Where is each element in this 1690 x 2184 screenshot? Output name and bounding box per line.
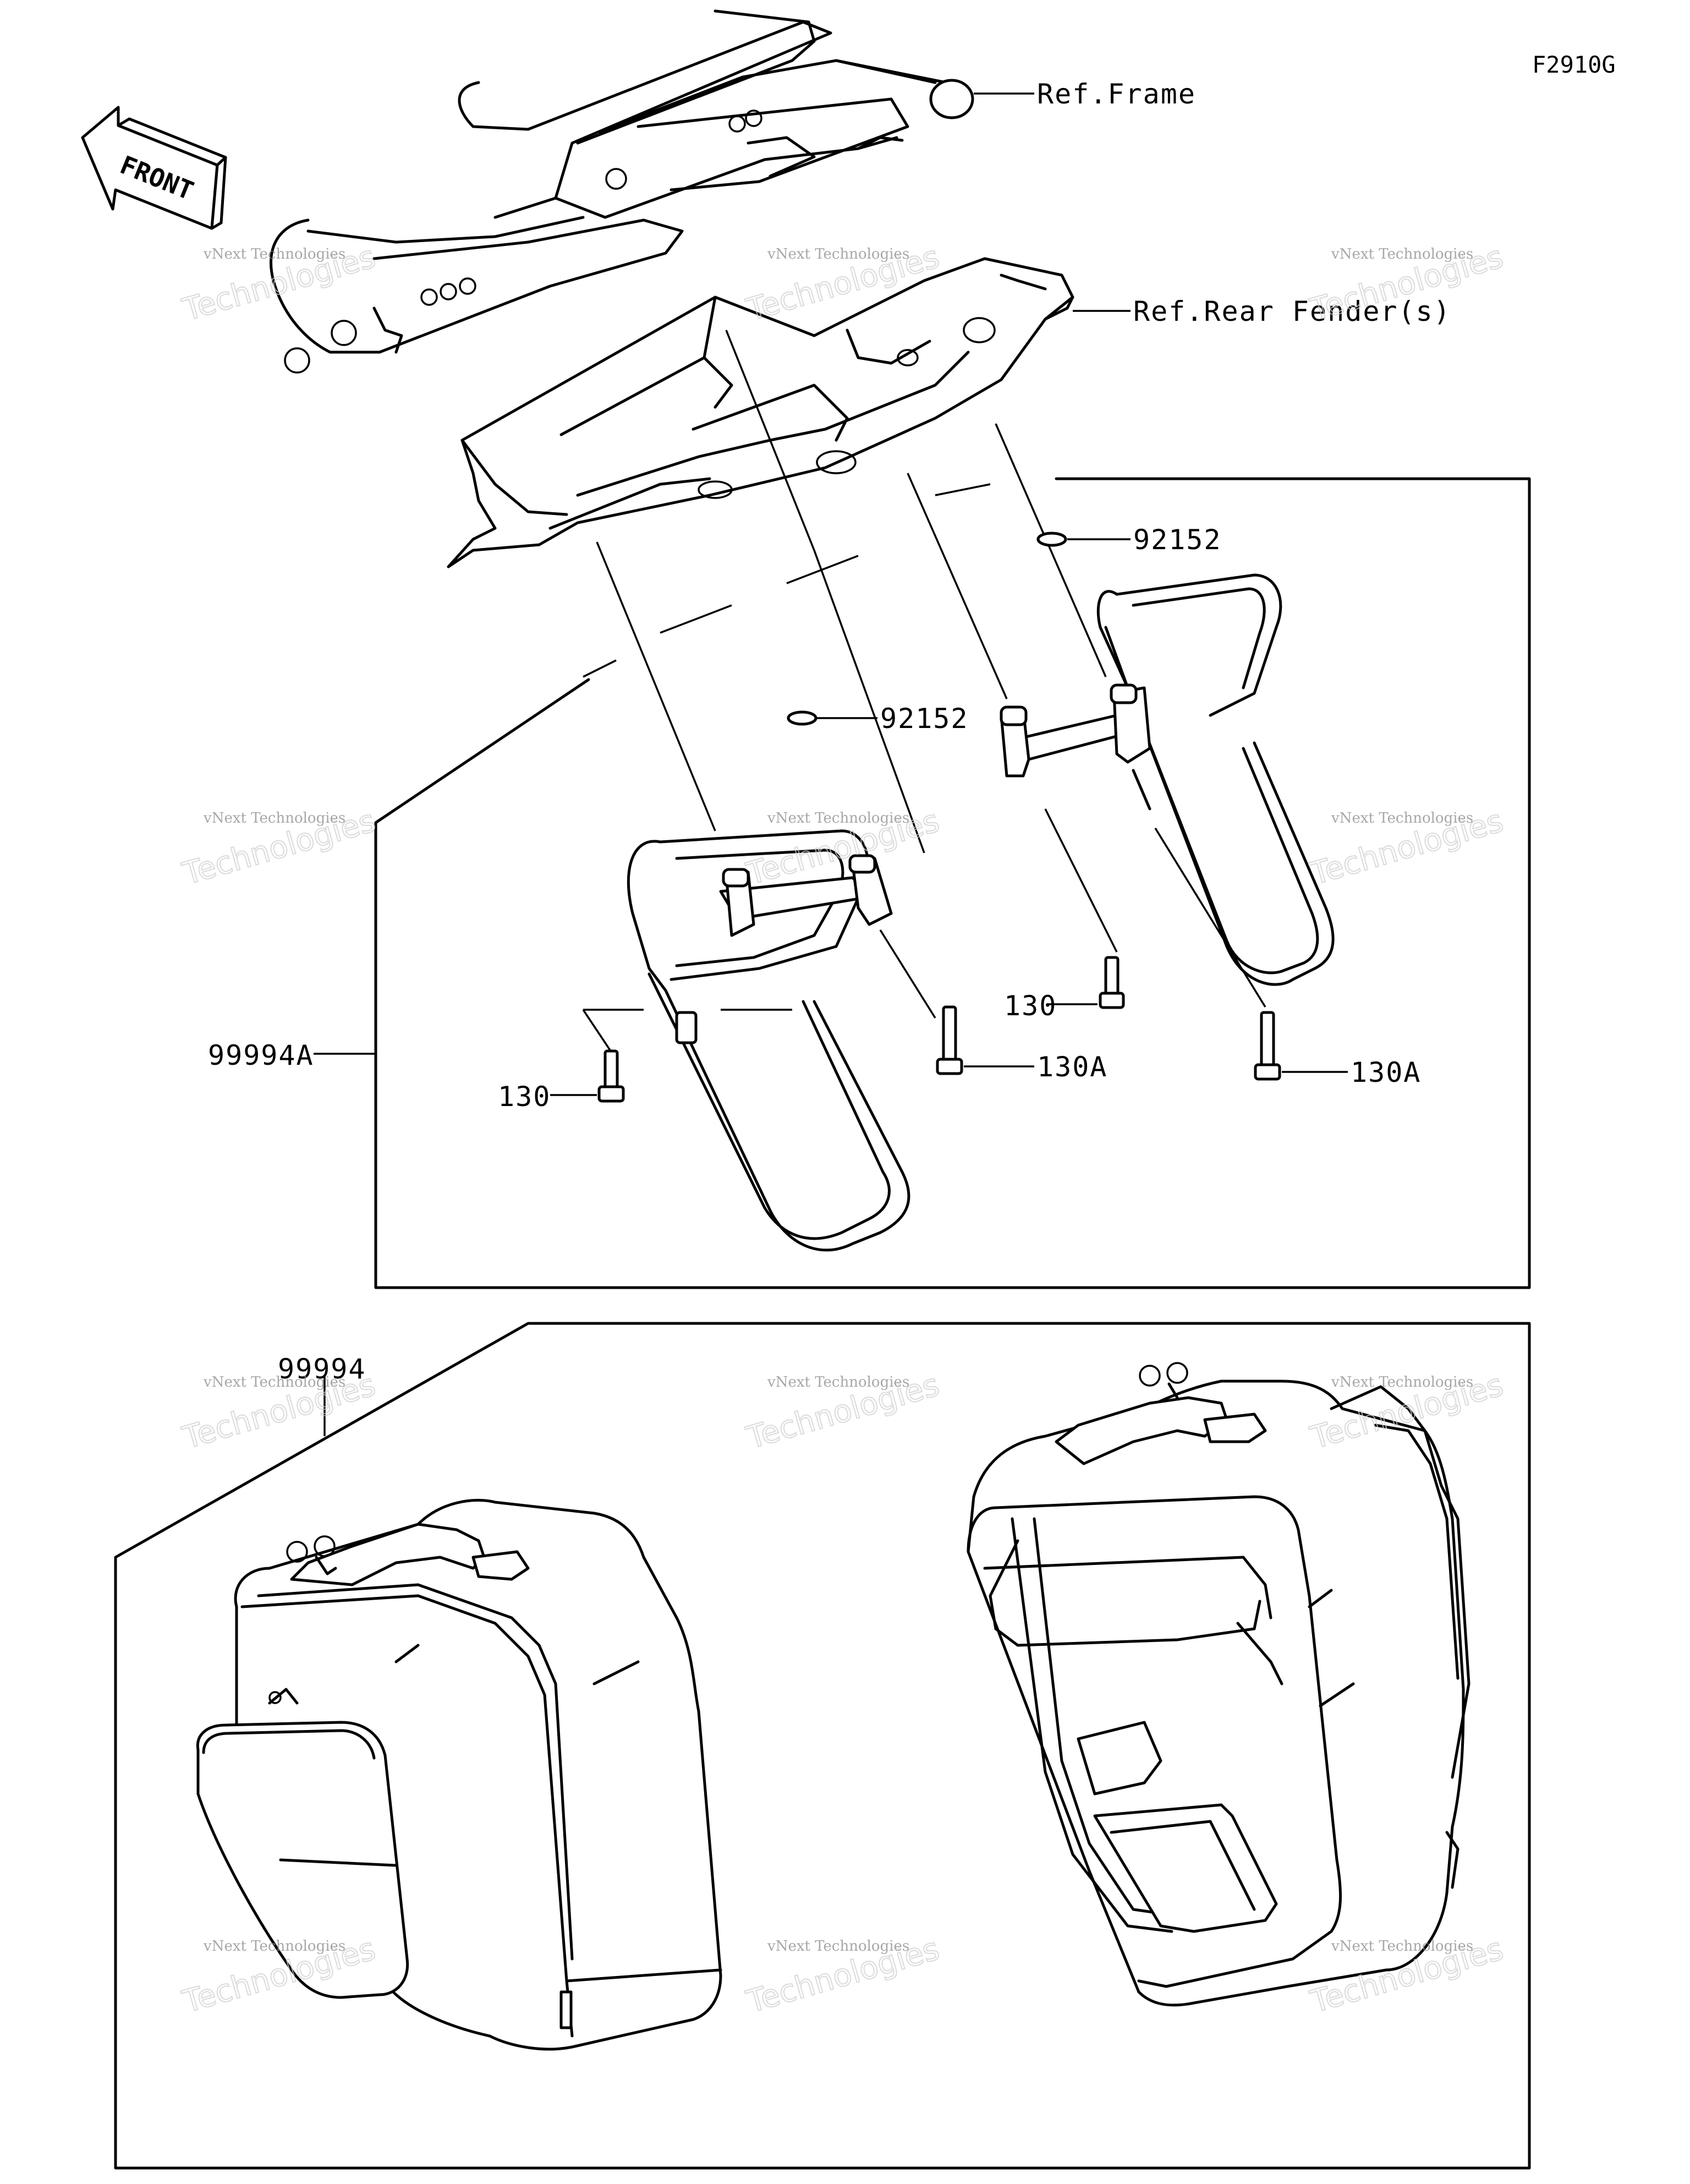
svg-text:vNext Technologies: vNext Technologies xyxy=(767,1938,909,1955)
left-bracket-drawing xyxy=(627,829,910,1252)
svg-text:vNext Technologies: vNext Technologies xyxy=(203,246,345,262)
svg-text:vNext Technologies: vNext Technologies xyxy=(1331,1938,1473,1955)
pannier-set-frame xyxy=(114,1322,1531,2170)
part-130a-left-label: 130A xyxy=(1037,1051,1107,1083)
bolt-130-left xyxy=(597,1049,625,1103)
svg-text:vNext Technologies: vNext Technologies xyxy=(1331,246,1473,262)
frame-drawing xyxy=(270,9,974,374)
diagram-code: F2910G xyxy=(1532,51,1616,78)
svg-text:vNext Technologies: vNext Technologies xyxy=(1331,1374,1473,1391)
rear-fender-drawing xyxy=(447,257,1074,568)
part-99994a-label: 99994A xyxy=(208,1039,314,1071)
svg-text:vNext Technologies: vNext Technologies xyxy=(203,810,345,826)
bolt-130-right xyxy=(1099,956,1125,1009)
left-pannier-drawing xyxy=(196,1498,722,2051)
right-bracket-drawing xyxy=(1000,573,1335,986)
bolt-130a-right xyxy=(1254,1011,1281,1081)
bracket-assembly-frame xyxy=(374,477,1531,1289)
part-92152-right-label: 92152 xyxy=(1133,524,1222,556)
part-92152-left-label: 92152 xyxy=(880,703,969,735)
svg-text:vNext Technologies: vNext Technologies xyxy=(203,1938,345,1955)
assembly-guide-lines xyxy=(582,330,1266,1052)
part-99994-label: 99994 xyxy=(278,1353,366,1385)
svg-text:vNext Technologies: vNext Technologies xyxy=(767,1374,909,1391)
front-arrow-icon: FRONT xyxy=(81,106,227,230)
part-130-left-label: 130 xyxy=(498,1081,551,1113)
svg-text:vNext Technologies: vNext Technologies xyxy=(767,810,909,826)
washer-92152-left xyxy=(787,710,817,726)
svg-text:vNext Technologies: vNext Technologies xyxy=(767,246,909,262)
svg-text:vNext Technologies: vNext Technologies xyxy=(203,1374,345,1391)
part-130a-right-label: 130A xyxy=(1351,1057,1421,1088)
ref-frame-label: Ref.Frame xyxy=(1037,78,1196,110)
svg-text:vNext Technologies: vNext Technologies xyxy=(1331,810,1473,826)
bolt-130a-left xyxy=(936,1005,963,1075)
ref-rear-fender-label: Ref.Rear Fender(s) xyxy=(1133,295,1451,327)
washer-92152-right xyxy=(1036,532,1067,547)
right-pannier-drawing xyxy=(967,1362,1470,2007)
part-130-right-label: 130 xyxy=(1004,990,1057,1022)
